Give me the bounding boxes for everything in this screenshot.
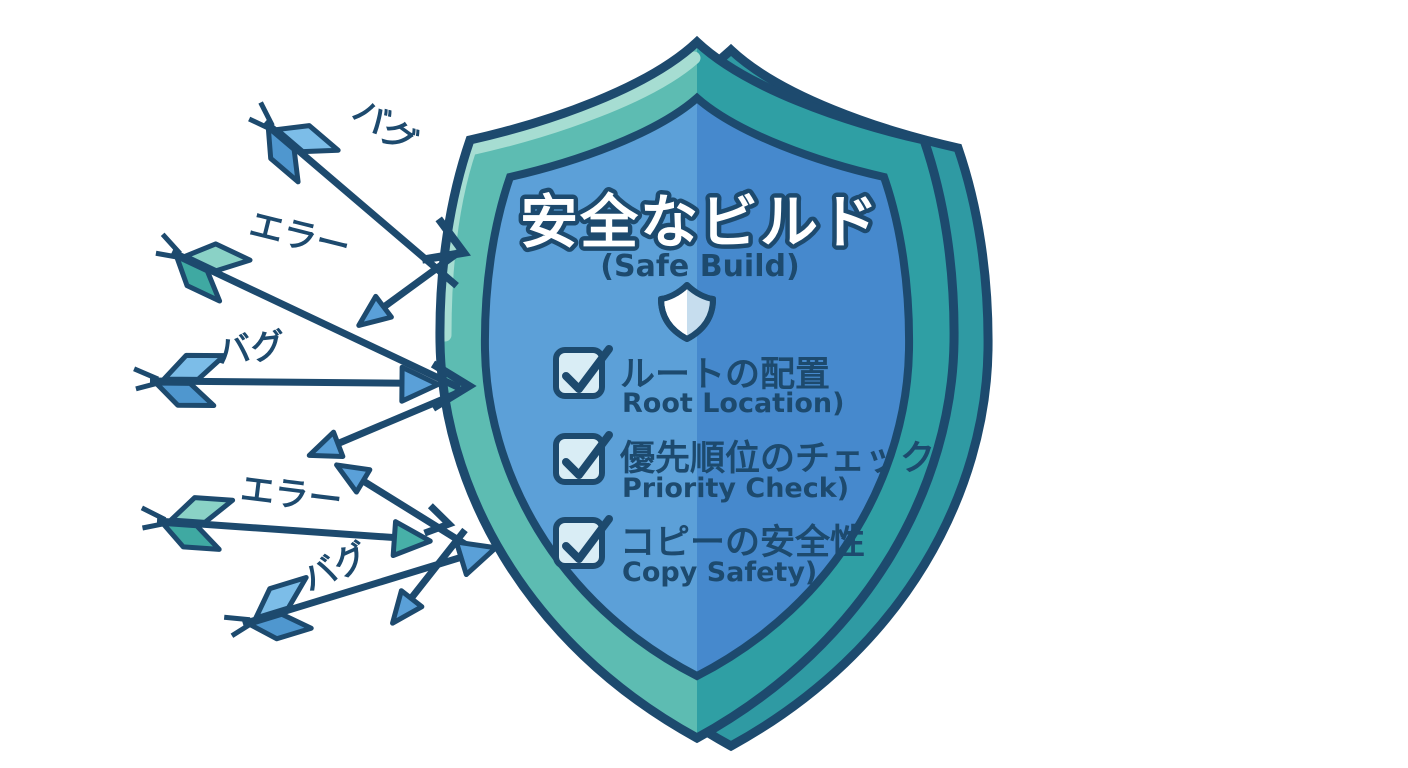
checklist-item-copy-safety: コピーの安全性 Copy Safety)	[553, 515, 865, 588]
shield-title-jp: 安全なビルド	[520, 188, 880, 256]
deflected-path	[316, 388, 462, 456]
checklist-en-label: Copy Safety)	[622, 557, 817, 588]
arrowhead-icon	[393, 522, 431, 558]
arrow-label-bug-1: バグ	[345, 91, 424, 163]
checkmark-icon	[562, 431, 613, 479]
threat-arrow-bug-2	[134, 355, 438, 408]
arrow-label-error-2: エラー	[238, 469, 344, 521]
deflected-arrowhead-icon	[305, 432, 343, 467]
shield-illustration	[440, 42, 988, 746]
shield-title-en: (Safe Build)	[600, 249, 799, 284]
checklist-jp-label: 優先順位のチェック	[619, 439, 935, 479]
arrow-fletching	[147, 222, 250, 306]
threat-arrow-error-1	[147, 222, 461, 392]
arrow-fletching	[220, 578, 321, 652]
checklist-jp-label: コピーの安全性	[620, 522, 865, 563]
checkmark-icon	[562, 345, 613, 393]
checklist-item-root-location: ルートの配置 Root Location)	[553, 345, 844, 419]
checklist-item-priority-check: 優先順位のチェック Priority Check)	[553, 431, 935, 504]
threat-arrow-error-2	[139, 494, 432, 564]
checkmark-icon	[562, 515, 613, 563]
checkbox-icon	[553, 517, 605, 569]
threat-arrow-bug-3	[220, 522, 502, 652]
arrow-label-error-1: エラー	[245, 205, 354, 268]
arrow-shaft	[170, 248, 461, 392]
arrow-label-bug-2: バグ	[215, 326, 287, 373]
checklist-jp-label: ルートの配置	[620, 355, 830, 395]
checkbox-icon	[553, 433, 605, 485]
checklist-en-label: Priority Check)	[622, 473, 849, 504]
mini-shield-icon	[658, 282, 716, 342]
checkbox-icon	[553, 347, 605, 399]
checklist-en-label: Root Location)	[622, 388, 844, 419]
